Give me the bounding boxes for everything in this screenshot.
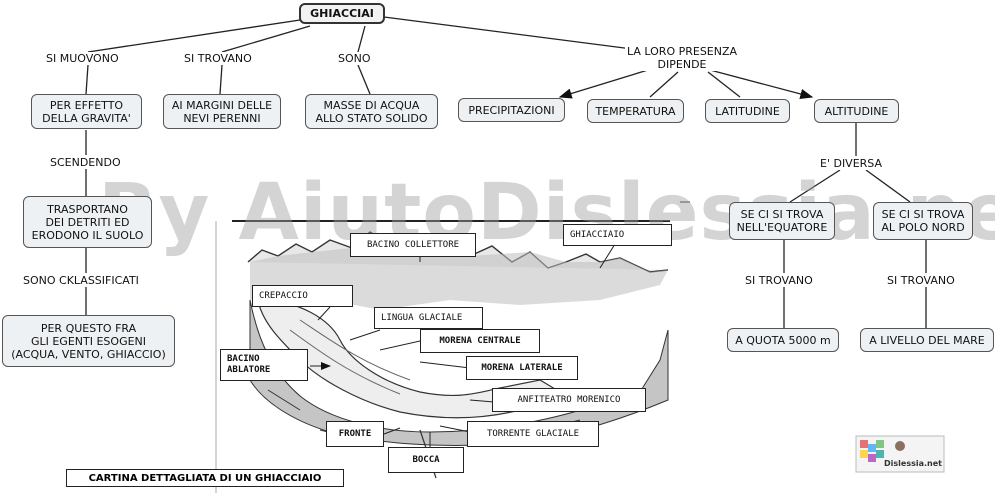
node-livello-mare[interactable]: A LIVELLO DEL MARE — [860, 328, 994, 352]
label-bocca: BOCCA — [388, 447, 464, 473]
node-quota-5000[interactable]: A QUOTA 5000 m — [727, 328, 839, 352]
root-ghiacciai[interactable]: GHIACCIAI — [299, 3, 385, 24]
logo-text: Dislessia.net — [884, 459, 942, 468]
label-morena-laterale: MORENA LATERALE — [466, 356, 578, 380]
link-si-muovono: SI MUOVONO — [44, 52, 121, 65]
link-sono-classificati: SONO CKLASSIFICATI — [21, 274, 141, 287]
node-masse-acqua[interactable]: MASSE DI ACQUA ALLO STATO SOLIDO — [305, 94, 438, 129]
node-precipitazioni[interactable]: PRECIPITAZIONI — [458, 98, 565, 122]
link-si-trovano-equatore: SI TROVANO — [743, 274, 815, 287]
link-sono: SONO — [336, 52, 373, 65]
link-e-diversa: E' DIVERSA — [818, 157, 885, 170]
node-altitudine[interactable]: ALTITUDINE — [814, 99, 899, 123]
node-trasportano[interactable]: TRASPORTANO DEI DETRITI ED ERODONO IL SU… — [23, 196, 152, 248]
node-equatore[interactable]: SE CI SI TROVA NELL'EQUATORE — [729, 202, 835, 240]
caption: CARTINA DETTAGLIATA DI UN GHIACCIAIO — [66, 469, 344, 487]
label-fronte: FRONTE — [326, 421, 384, 447]
link-presenza-dipende: LA LORO PRESENZA DIPENDE — [625, 45, 740, 71]
label-lingua-glaciale: LINGUA GLACIALE — [374, 307, 483, 329]
label-anfiteatro-morenico: ANFITEATRO MORENICO — [492, 388, 646, 412]
link-si-trovano: SI TROVANO — [182, 52, 254, 65]
node-temperatura[interactable]: TEMPERATURA — [587, 99, 684, 123]
label-bacino-collettore: BACINO COLLETTORE — [350, 233, 476, 257]
node-margini-nevi[interactable]: AI MARGINI DELLE NEVI PERENNI — [163, 94, 281, 129]
label-morena-centrale: MORENA CENTRALE — [420, 329, 540, 353]
link-scendendo: SCENDENDO — [48, 156, 123, 169]
logo-icon — [855, 435, 945, 473]
node-effetto-gravita[interactable]: PER EFFETTO DELLA GRAVITA' — [31, 94, 142, 129]
label-torrente-glaciale: TORRENTE GLACIALE — [467, 421, 599, 447]
link-si-trovano-polo: SI TROVANO — [885, 274, 957, 287]
node-latitudine[interactable]: LATITUDINE — [705, 99, 790, 123]
label-crepaccio: CREPACCIO — [252, 285, 353, 307]
node-polo-nord[interactable]: SE CI SI TROVA AL POLO NORD — [873, 202, 973, 240]
label-ghiacciaio: GHIACCIAIO — [563, 224, 672, 246]
node-agenti-esogeni[interactable]: PER QUESTO FRA GLI EGENTI ESOGENI (ACQUA… — [2, 315, 175, 367]
label-bacino-ablatore: BACINO ABLATORE — [220, 349, 308, 381]
